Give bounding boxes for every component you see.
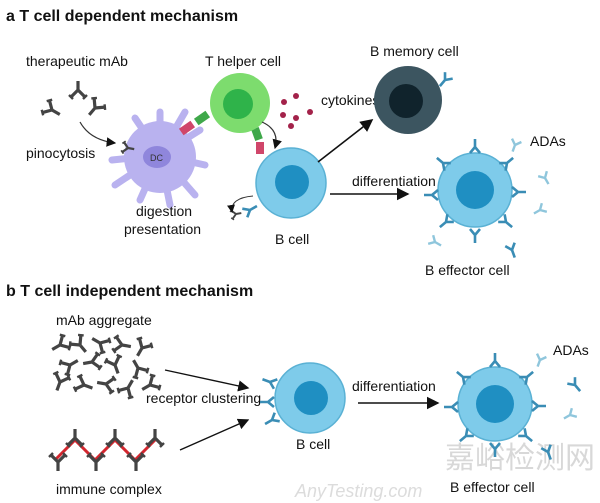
antibody-icon bbox=[80, 93, 110, 123]
antibody-icon bbox=[38, 96, 66, 124]
b-effector-cell-b bbox=[442, 351, 548, 459]
mhc-tcr-synapse bbox=[178, 110, 264, 154]
therapeutic-antibodies bbox=[38, 79, 110, 124]
internalization-arrow bbox=[227, 195, 254, 213]
receptor-icon bbox=[261, 411, 281, 430]
receptor-icon bbox=[258, 395, 276, 409]
immune-complex-arrow bbox=[179, 418, 250, 451]
panel-a-title: a T cell dependent mechanism bbox=[6, 8, 238, 25]
b-cell-a-label: B cell bbox=[275, 231, 309, 247]
t-helper-cell bbox=[210, 73, 270, 133]
cytokines-label: cytokines bbox=[321, 92, 379, 108]
ada-icon bbox=[536, 169, 555, 188]
dendritic-cell: DC bbox=[108, 108, 209, 209]
receptor-icon bbox=[468, 227, 482, 245]
ada-icon bbox=[503, 241, 521, 261]
pinocytosis-label: pinocytosis bbox=[26, 145, 95, 161]
ada-icon bbox=[530, 201, 549, 220]
receptor-icon bbox=[468, 137, 482, 155]
mab-aggregate-label: mAb aggregate bbox=[56, 312, 152, 328]
ada-icon bbox=[506, 137, 523, 155]
therapeutic-mab-label: therapeutic mAb bbox=[26, 53, 128, 69]
presentation-label: presentation bbox=[124, 221, 201, 237]
b-cell-b bbox=[258, 362, 346, 434]
adas-b-label: ADAs bbox=[553, 342, 589, 358]
ada-icon bbox=[426, 233, 445, 252]
b-cell-a bbox=[227, 147, 327, 222]
t-help-arrow bbox=[261, 121, 282, 150]
receptor-icon bbox=[530, 399, 548, 413]
receptor-icon bbox=[259, 373, 279, 391]
immune-complex-label: immune complex bbox=[56, 481, 162, 497]
b-cell-b-label: B cell bbox=[296, 436, 330, 452]
b-effector-cell-a bbox=[422, 137, 528, 245]
b-memory-cell bbox=[374, 66, 454, 134]
receptor-clustering-label: receptor clustering bbox=[146, 390, 261, 406]
ada-icon bbox=[566, 375, 586, 396]
b-effector-b-label: B effector cell bbox=[450, 479, 535, 495]
t-helper-label: T helper cell bbox=[205, 53, 281, 69]
immune-complex bbox=[47, 427, 166, 473]
receptor-icon bbox=[510, 185, 528, 199]
b-memory-label: B memory cell bbox=[370, 43, 459, 59]
antibody-icon bbox=[67, 79, 89, 101]
differentiation-a-label: differentiation bbox=[352, 173, 436, 189]
ada-icon bbox=[531, 352, 548, 370]
pinocytosis-arrow bbox=[79, 121, 117, 147]
receptor-icon bbox=[442, 400, 460, 414]
b-cell-receptor-icon bbox=[241, 200, 261, 219]
receptor-icon bbox=[488, 351, 502, 369]
aggregate-arrow bbox=[164, 369, 250, 392]
memory-arrow bbox=[317, 119, 374, 163]
receptor-icon bbox=[422, 188, 440, 202]
panel-b-title: b T cell independent mechanism bbox=[6, 283, 253, 300]
watermark-cn: 嘉峪检测网 bbox=[445, 441, 595, 476]
ada-icon bbox=[560, 406, 579, 425]
adas-a-label: ADAs bbox=[530, 133, 566, 149]
digestion-label: digestion bbox=[136, 203, 192, 219]
differentiation-b-label: differentiation bbox=[352, 378, 436, 394]
watermark-en: AnyTesting.com bbox=[294, 481, 422, 501]
b-effector-a-label: B effector cell bbox=[425, 262, 510, 278]
cytokines bbox=[280, 93, 313, 129]
dc-label: DC bbox=[150, 153, 163, 163]
